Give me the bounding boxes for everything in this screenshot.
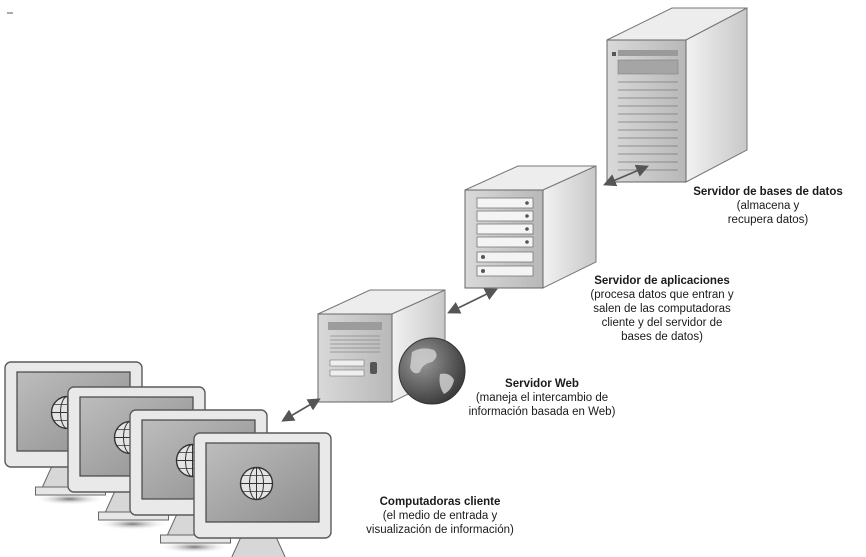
database-server-icon bbox=[606, 7, 748, 183]
client-computers-title: Computadoras cliente bbox=[379, 496, 501, 508]
web-server-desc-line: información basada en Web) bbox=[468, 406, 616, 418]
monitor-icon bbox=[193, 432, 332, 557]
application-server-desc-line: bases de datos) bbox=[621, 331, 703, 343]
globe-icon bbox=[239, 466, 274, 501]
application-server-desc-line: (procesa datos que entran y bbox=[590, 289, 734, 301]
application-server-desc-line: salen de las computadoras bbox=[593, 303, 731, 315]
web-server-label: Servidor Web (maneja el intercambio de i… bbox=[432, 377, 652, 419]
database-server-desc-line: recupera datos) bbox=[727, 214, 809, 226]
client-computers-desc-line: (el medio de entrada y bbox=[382, 510, 498, 522]
database-server-label: Servidor de bases de datos (almacena y r… bbox=[668, 185, 866, 227]
application-server-icon bbox=[464, 165, 597, 289]
application-server-desc-line: cliente y del servidor de bbox=[601, 317, 723, 329]
database-server-desc-line: (almacena y bbox=[736, 200, 800, 212]
double-arrow-icon bbox=[281, 398, 321, 422]
web-server-title: Servidor Web bbox=[505, 378, 579, 390]
client-computers-desc-line: visualización de información) bbox=[366, 524, 514, 536]
application-server-title: Servidor de aplicaciones bbox=[594, 275, 730, 287]
database-server-title: Servidor de bases de datos bbox=[693, 186, 843, 198]
double-arrow-icon bbox=[603, 164, 649, 187]
application-server-label: Servidor de aplicaciones (procesa datos … bbox=[562, 274, 762, 344]
double-arrow-icon bbox=[447, 288, 498, 314]
client-computers-label: Computadoras cliente (el medio de entrad… bbox=[330, 495, 550, 537]
web-server-desc-line: (maneja el intercambio de bbox=[475, 392, 609, 404]
globe-icon bbox=[398, 337, 466, 405]
